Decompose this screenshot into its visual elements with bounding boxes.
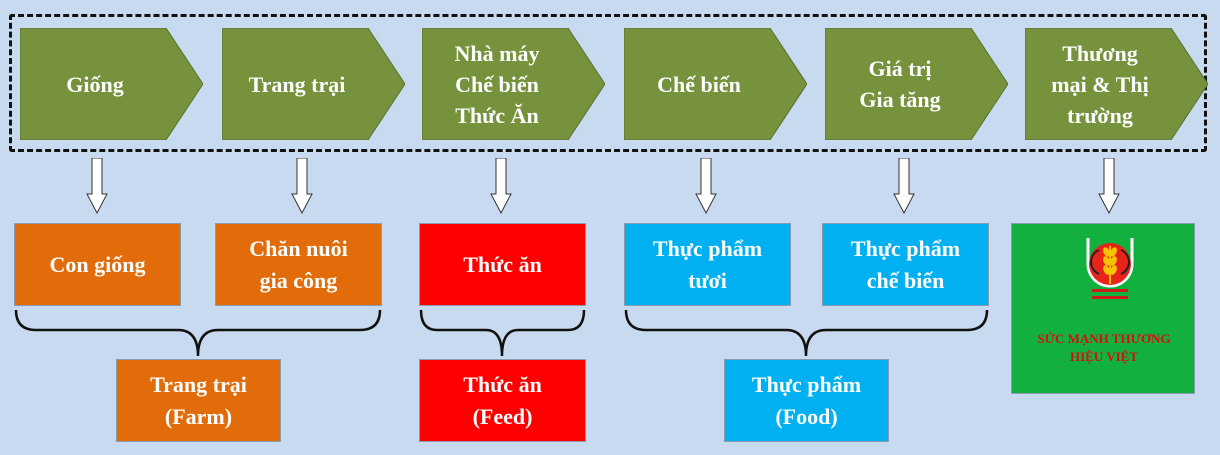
- group-box-farm: Trang trại (Farm): [116, 359, 281, 442]
- chain-step-label: Thương mại & Thị trường: [1051, 40, 1149, 128]
- chain-step-che-bien: Chế biến: [624, 28, 807, 140]
- output-box-thuc-pham-tuoi: Thực phẩm tươi: [624, 223, 791, 306]
- chain-step-trang-trai: Trang trại: [222, 28, 405, 140]
- group-box-feed: Thức ăn (Feed): [419, 359, 586, 442]
- group-brace-feed: [419, 309, 586, 357]
- brand-slogan: SỨC MẠNH THƯƠNG HIỆU VIỆT: [1037, 331, 1171, 364]
- output-box-thuc-pham-che-bien: Thực phẩm chế biến: [822, 223, 989, 306]
- down-arrow-icon: [695, 158, 717, 214]
- output-box-con-giong: Con giống: [14, 223, 181, 306]
- group-brace-farm: [14, 309, 382, 357]
- chain-step-giong: Giống: [20, 28, 203, 140]
- chain-step-label: Giá trị Gia tăng: [859, 56, 941, 112]
- down-arrow-icon: [1098, 158, 1120, 214]
- chain-step-label: Giống: [66, 71, 124, 97]
- chain-step-thuong-mai: Thương mại & Thị trường: [1025, 28, 1208, 140]
- chain-step-label: Nhà máy Chế biến Thức Ăn: [454, 40, 540, 128]
- group-box-food: Thực phẩm (Food): [724, 359, 889, 442]
- chain-step-label: Chế biến: [657, 71, 741, 97]
- chain-step-label: Trang trại: [248, 71, 346, 97]
- group-brace-food: [624, 309, 989, 357]
- wheat-logo-icon: [1086, 238, 1134, 299]
- down-arrow-icon: [893, 158, 915, 214]
- down-arrow-icon: [490, 158, 512, 214]
- output-box-chan-nuoi: Chăn nuôi gia công: [215, 223, 382, 306]
- output-box-thuc-an: Thức ăn: [419, 223, 586, 306]
- brand-box: SỨC MẠNH THƯƠNG HIỆU VIỆT: [1011, 223, 1195, 394]
- down-arrow-icon: [86, 158, 108, 214]
- chain-step-nha-may: Nhà máy Chế biến Thức Ăn: [422, 28, 605, 140]
- chain-step-gia-tri: Giá trị Gia tăng: [825, 28, 1008, 140]
- down-arrow-icon: [291, 158, 313, 214]
